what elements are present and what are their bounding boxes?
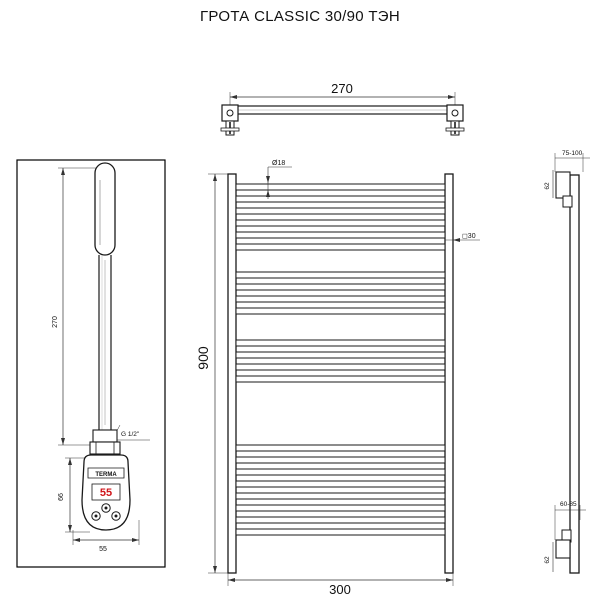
cross-bar bbox=[235, 243, 446, 251]
bottom-width-label: 300 bbox=[329, 582, 351, 597]
drawing-title: ГРОТА CLASSIC 30/90 ТЭН bbox=[199, 8, 401, 25]
top-width-label: 270 bbox=[331, 81, 353, 96]
left-post bbox=[227, 173, 237, 574]
heater-fitting bbox=[92, 429, 118, 443]
cross-bar bbox=[235, 456, 446, 464]
post-label: ◻30 bbox=[462, 233, 476, 240]
cross-bar bbox=[235, 504, 446, 512]
top-right-bracket bbox=[446, 104, 464, 122]
side-post bbox=[569, 174, 580, 574]
cross-bar bbox=[235, 363, 446, 371]
heater-rod-top bbox=[94, 162, 116, 256]
cross-bar bbox=[235, 307, 446, 315]
front-view: 900 Ø18 ◻30 300 bbox=[195, 160, 480, 597]
heater-brand: TERMA bbox=[95, 472, 117, 478]
cross-bar bbox=[235, 195, 446, 203]
heater-rod-body bbox=[98, 255, 112, 430]
side-top-bracket bbox=[555, 171, 571, 199]
cross-bar bbox=[235, 444, 446, 452]
cross-bar bbox=[235, 207, 446, 215]
front-height-label: 900 bbox=[195, 346, 211, 370]
side-view: 75-100 62 60-85 62 bbox=[544, 150, 590, 574]
cross-bar bbox=[235, 375, 446, 383]
cross-bar bbox=[235, 351, 446, 359]
cross-bar bbox=[235, 480, 446, 488]
heater-body-label: 66 bbox=[58, 493, 65, 501]
cross-bar bbox=[235, 231, 446, 239]
cross-bar bbox=[235, 295, 446, 303]
top-left-bracket bbox=[221, 104, 239, 122]
side-top-offset-label: 62 bbox=[544, 182, 551, 190]
side-top-depth-label: 75-100 bbox=[562, 150, 583, 157]
heater-panel: 270 G 1/2" 66 TE bbox=[16, 159, 166, 568]
right-post bbox=[444, 173, 454, 574]
heater-height-arrow-bottom bbox=[61, 438, 65, 445]
thread-label: G 1/2" bbox=[121, 431, 140, 438]
heater-panel-frame bbox=[16, 159, 166, 568]
cross-bar bbox=[235, 219, 446, 227]
cross-bar bbox=[235, 516, 446, 524]
side-bottom-offset-label: 62 bbox=[544, 556, 551, 564]
cross-bar bbox=[235, 492, 446, 500]
top-view: 270 bbox=[220, 81, 465, 136]
side-bottom-depth-label: 60-85 bbox=[560, 501, 577, 508]
bar-diameter-label: Ø18 bbox=[272, 160, 285, 167]
cross-bar bbox=[235, 339, 446, 347]
heater-display-value: 55 bbox=[100, 487, 112, 499]
cross-bar bbox=[235, 283, 446, 291]
cross-bar bbox=[235, 468, 446, 476]
heater-height-arrow-top bbox=[61, 168, 65, 175]
cross-bar bbox=[235, 528, 446, 536]
cross-bar bbox=[235, 271, 446, 279]
heater-width-label: 55 bbox=[99, 546, 107, 553]
cross-bars bbox=[235, 183, 446, 536]
cross-bar bbox=[235, 183, 446, 191]
heater-height-label: 270 bbox=[52, 316, 59, 328]
heater-display bbox=[91, 483, 121, 501]
